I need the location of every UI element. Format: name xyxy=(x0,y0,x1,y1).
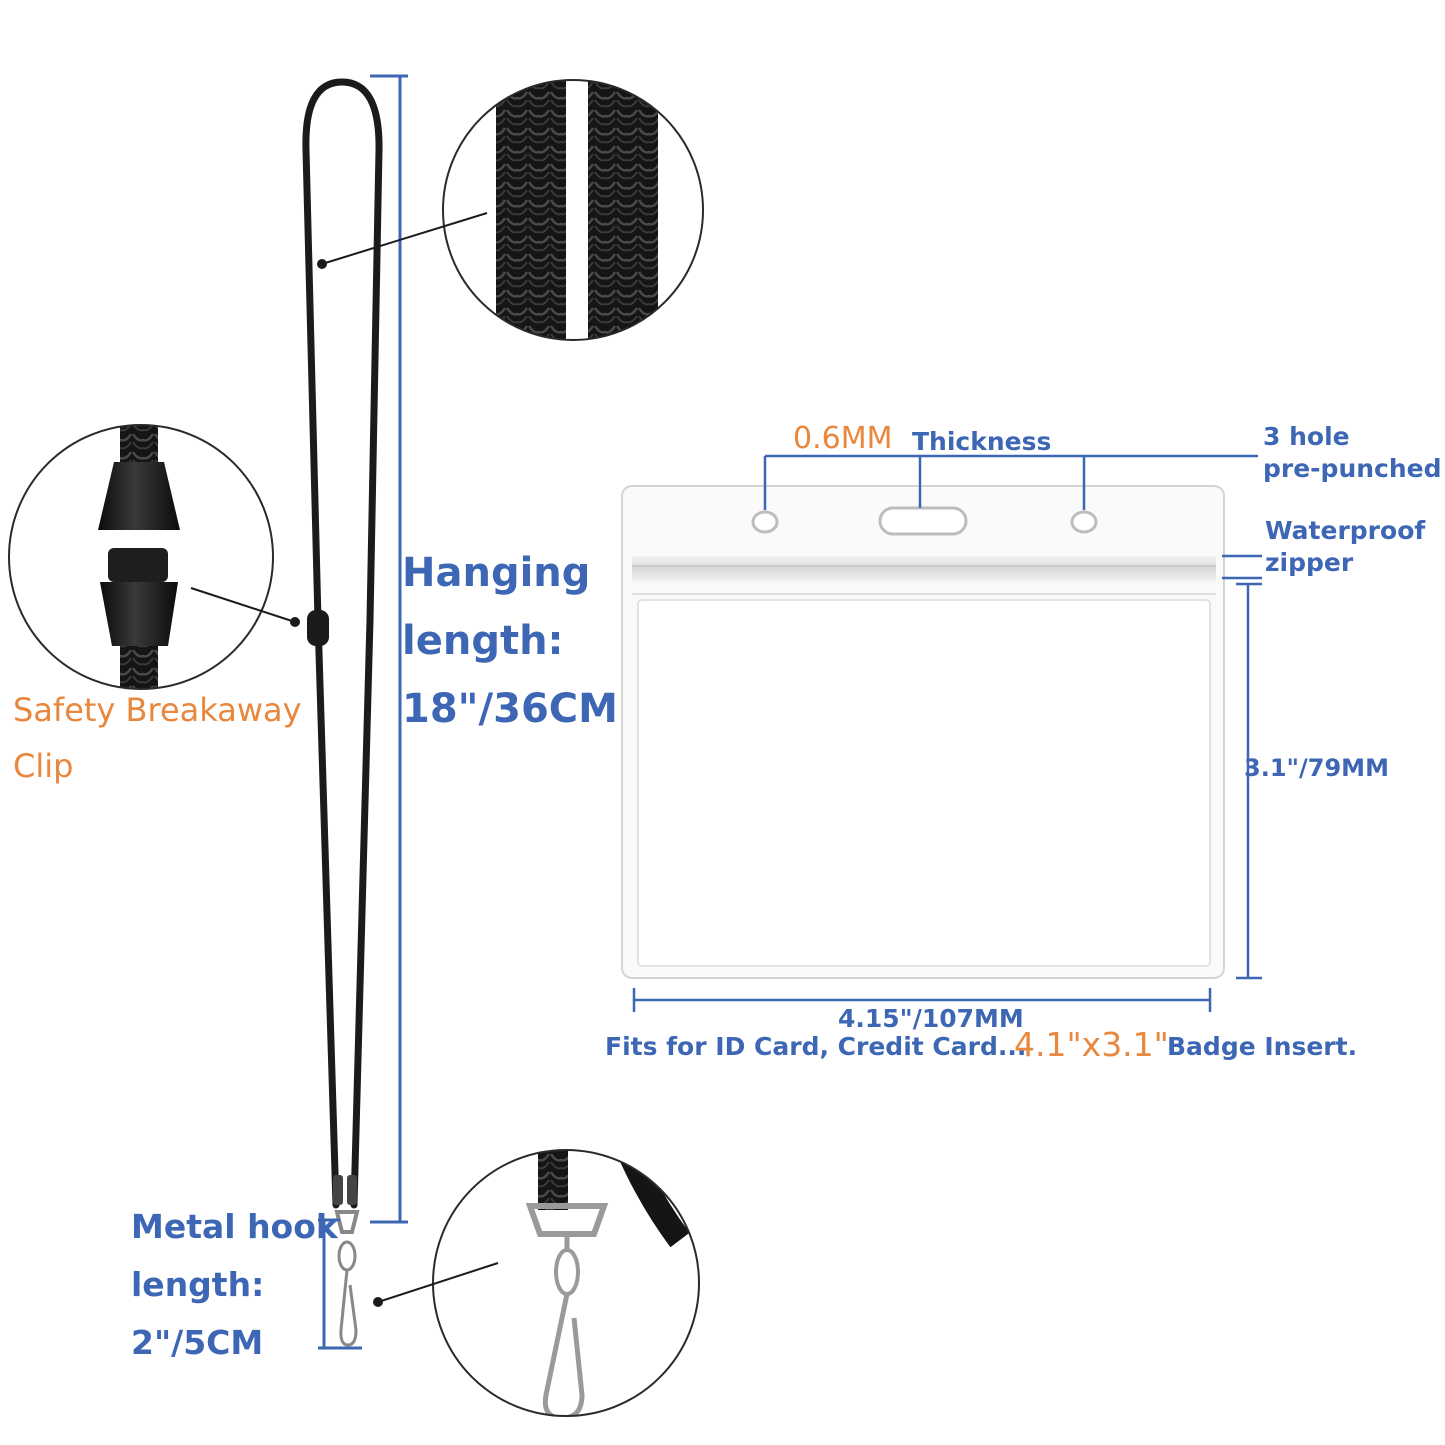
zipper-label: Waterproof xyxy=(1265,516,1426,545)
punch-hole-right xyxy=(1070,510,1098,534)
badge-dimension-lines xyxy=(632,454,1262,1012)
badge-width-dimension: 4.15"/107MM xyxy=(838,1004,1024,1033)
insert-text: Badge Insert. xyxy=(1167,1032,1358,1061)
badge-holder xyxy=(621,485,1225,979)
holes-label: pre-punched xyxy=(1263,454,1442,483)
hanging-length-label: Hanging xyxy=(402,550,591,596)
insert-size: 4.1"x3.1" xyxy=(1014,1025,1169,1064)
thickness-value: 0.6MM xyxy=(793,421,893,456)
safety-clip-label: Safety Breakaway xyxy=(13,691,302,729)
cord-crimp xyxy=(333,1175,343,1205)
metal-hook-label: length: xyxy=(131,1265,265,1304)
thickness-label: Thickness xyxy=(912,427,1052,456)
metal-hook-length-dimension xyxy=(318,1218,362,1350)
zipper-label: zipper xyxy=(1265,548,1354,577)
badge-height-dimension: 3.1"/79MM xyxy=(1244,754,1389,782)
fits-text: Fits for ID Card, Credit Card... xyxy=(605,1032,1027,1061)
metal-hook-value: 2"/5CM xyxy=(131,1323,264,1362)
hanging-length-label: length: xyxy=(402,618,564,664)
lanyard-cord xyxy=(302,78,383,1209)
lanyard xyxy=(302,78,383,1347)
metal-hook-detail xyxy=(373,1149,700,1417)
metal-hook-small xyxy=(334,1210,360,1234)
cord-crimp xyxy=(347,1175,357,1205)
holes-label: 3 hole xyxy=(1263,422,1350,451)
metal-hook-clip xyxy=(339,1269,358,1347)
punch-hole-slot xyxy=(878,506,968,536)
punch-hole-left xyxy=(751,510,779,534)
zipper-strip xyxy=(632,556,1216,582)
metal-hook-label: Metal hook xyxy=(131,1207,338,1246)
badge-window xyxy=(637,599,1211,967)
safety-clip-label: Clip xyxy=(13,747,74,785)
hanging-length-dimension xyxy=(370,74,408,1224)
metal-hook-ring xyxy=(337,1240,357,1272)
breakaway-clip-detail xyxy=(8,424,300,690)
breakaway-clip xyxy=(307,610,329,646)
hanging-length-value: 18"/36CM xyxy=(402,686,618,732)
braided-cord-detail xyxy=(317,79,704,341)
